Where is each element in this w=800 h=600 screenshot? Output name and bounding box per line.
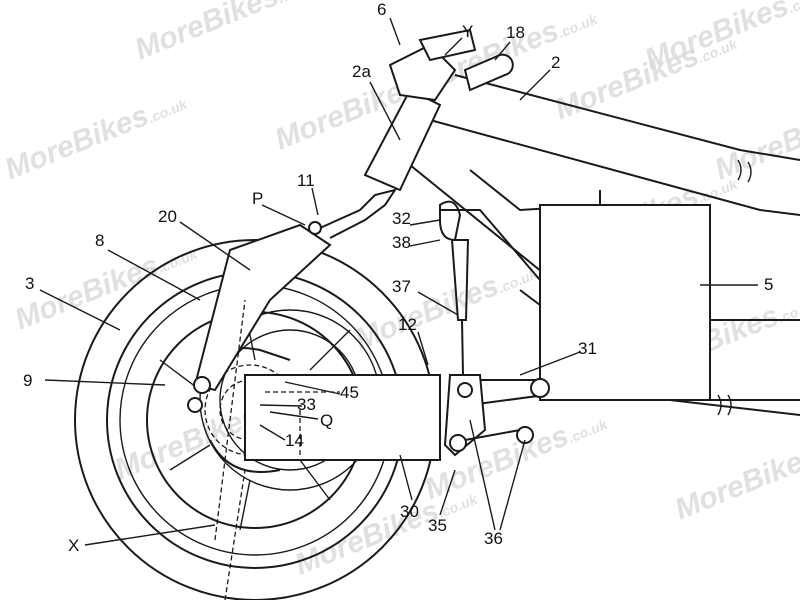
label-Y: Y [462, 22, 473, 41]
reference-labels: 6 Y 18 2 2a 11 P 20 8 3 32 38 37 5 12 31… [23, 0, 773, 555]
swing-arm-30 [244, 374, 441, 461]
label-20: 20 [158, 207, 177, 226]
label-8: 8 [95, 231, 104, 250]
label-30: 30 [400, 502, 419, 521]
label-37: 37 [392, 277, 411, 296]
label-Q: Q [320, 411, 333, 430]
label-31: 31 [578, 339, 597, 358]
engine-block-5 [539, 204, 711, 401]
label-9: 9 [23, 371, 32, 390]
label-14: 14 [285, 431, 304, 450]
steering-column-2a [319, 28, 514, 239]
label-6: 6 [377, 0, 386, 19]
label-32: 32 [392, 209, 411, 228]
label-36: 36 [484, 529, 503, 548]
label-11: 11 [297, 171, 315, 190]
label-5: 5 [764, 275, 773, 294]
label-35: 35 [428, 516, 447, 535]
link-31 [443, 374, 550, 457]
label-P: P [252, 189, 263, 208]
watermark-text: MoreBikes.co.uk [670, 423, 800, 526]
shock-absorber-37 [439, 200, 470, 376]
label-38: 38 [392, 233, 411, 252]
label-12: 12 [398, 315, 417, 334]
watermark-text: MoreBikes.co.uk [130, 0, 322, 66]
front-fork-20 [187, 221, 332, 413]
label-18: 18 [506, 23, 525, 42]
label-X: X [68, 536, 79, 555]
label-2a: 2a [352, 62, 371, 81]
leader-lines [39, 17, 758, 600]
watermark-text: MoreBikes.co.uk [710, 83, 800, 186]
main-frame [409, 74, 800, 416]
label-45: 45 [340, 383, 359, 402]
label-3: 3 [25, 274, 34, 293]
label-33: 33 [297, 395, 316, 414]
watermark-text: MoreBikes.co.uk [0, 83, 192, 186]
label-2: 2 [551, 53, 560, 72]
